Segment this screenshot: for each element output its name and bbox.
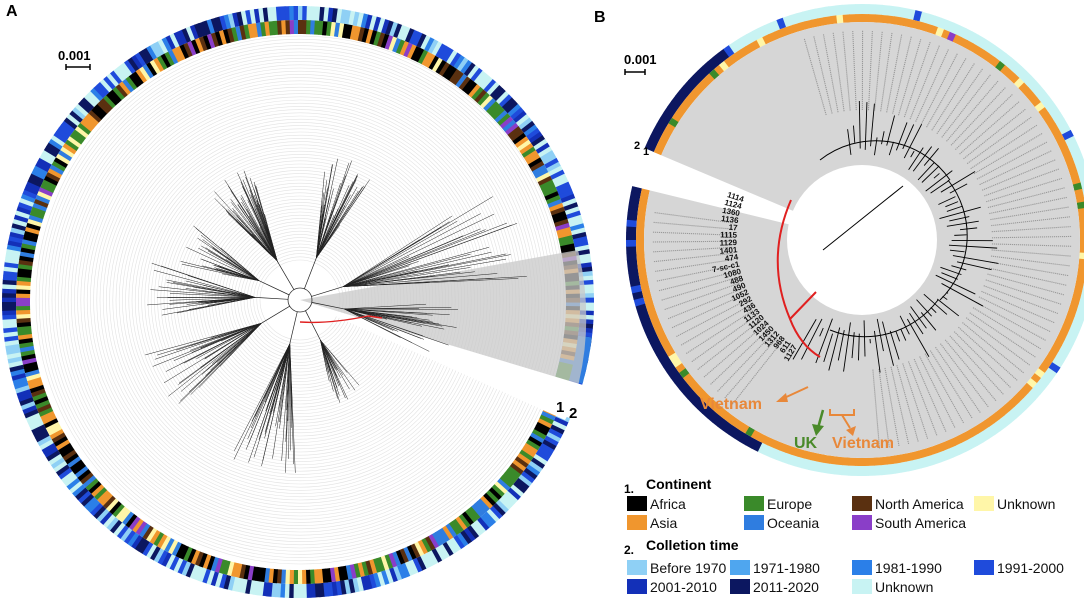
clade-tip-label: 1124 [724, 198, 744, 211]
legend-label: Before 1970 [650, 560, 726, 576]
legend-swatch [852, 496, 872, 511]
legend-swatch [852, 515, 872, 530]
panel-b-inner-core [787, 165, 937, 315]
clade-tip-label: 474 [724, 252, 739, 263]
clade-tip-label: 1401 [719, 245, 738, 256]
legend-label: Africa [650, 496, 686, 512]
legend-swatch [627, 579, 647, 594]
panel-b-red-clade [776, 199, 821, 358]
panel-b-branches [792, 100, 999, 373]
panel-b-collection-time-ring [626, 3, 1084, 476]
legend-label: 1971-1980 [753, 560, 820, 576]
legend-swatch [974, 560, 994, 575]
legend-label: South America [875, 515, 966, 531]
panel-a-letter: A [6, 3, 18, 20]
vietnam-label-2: Vietnam [832, 435, 894, 452]
uk-label: UK [794, 435, 818, 452]
panel-b-vietnam-arrow-1: Vietnam [700, 386, 809, 413]
legend-label: Europe [767, 496, 812, 512]
panel-b-zoomed-tree: B 0.001 11141124136011361711151129140147… [594, 3, 1084, 476]
panel-b-clade-labels: 1114112413601136171115112914014747-sc-c1… [711, 190, 799, 363]
clade-tip-label: 1129 [719, 238, 737, 248]
panel-a-red-clade [299, 315, 383, 324]
panel-b-tip-labels [652, 29, 1072, 450]
panel-b-continent-ring [636, 14, 1084, 467]
legend-swatch [974, 496, 994, 511]
legend-swatch [744, 496, 764, 511]
panel-a-gap-wedge [300, 300, 583, 420]
legend-continent-number: 1. [624, 482, 634, 496]
legend-label: 2001-2010 [650, 579, 717, 595]
legend-label: 1981-1990 [875, 560, 942, 576]
legend-swatch [730, 579, 750, 594]
clade-tip-label: 17 [728, 223, 738, 233]
clade-tip-label: 1136 [721, 214, 740, 225]
panel-a-branches [145, 158, 527, 473]
panel-a-highlight-wedge [300, 250, 587, 386]
vietnam-label-1: Vietnam [700, 396, 762, 413]
panel-b-ring-label-2: 2 [634, 140, 640, 152]
panel-b-ring-label-1: 1 [643, 146, 649, 158]
clade-tip-label: 1360 [721, 206, 741, 218]
legend-swatch [730, 560, 750, 575]
panel-b-letter: B [594, 9, 606, 26]
panel-a-scale-bar: 0.001 [58, 48, 91, 70]
panel-b-vietnam-arrow-2: Vietnam [829, 409, 894, 452]
legend-label: Unknown [875, 579, 933, 595]
legend-swatch [627, 496, 647, 511]
legend-label: Oceania [767, 515, 819, 531]
panel-b-scale-label: 0.001 [624, 52, 657, 67]
legend-label: Asia [650, 515, 677, 531]
legend-collection-number: 2. [624, 543, 634, 557]
clade-tip-label: 1115 [720, 230, 738, 239]
legend-collection-title: Colletion time [646, 537, 739, 553]
panel-b-uk-arrow: UK [794, 409, 825, 452]
panel-a-ring-label-1: 1 [556, 399, 564, 416]
legend-collection-time: 2. Colletion time Before 1970 1971-1980 19… [624, 537, 1064, 595]
legend-label: 1991-2000 [997, 560, 1064, 576]
panel-a-ring-label-2: 2 [569, 405, 577, 422]
legend-swatch [852, 579, 872, 594]
legend-label: 2011-2020 [753, 579, 819, 595]
legend-swatch [627, 560, 647, 575]
panel-a-scale-label: 0.001 [58, 48, 91, 63]
legend-continent: 1. Continent Africa Europe North America Un… [624, 476, 1055, 531]
panel-a-circular-tree: A 0.001 1 2 [2, 3, 594, 598]
legend-swatch [744, 515, 764, 530]
legend-continent-title: Continent [646, 476, 712, 492]
clade-tip-label: 488 [729, 274, 745, 287]
panel-b-scale-bar: 0.001 [624, 52, 657, 75]
legend-label: North America [875, 496, 964, 512]
legend-swatch [852, 560, 872, 575]
legend-swatch [627, 515, 647, 530]
legend-label: Unknown [997, 496, 1055, 512]
